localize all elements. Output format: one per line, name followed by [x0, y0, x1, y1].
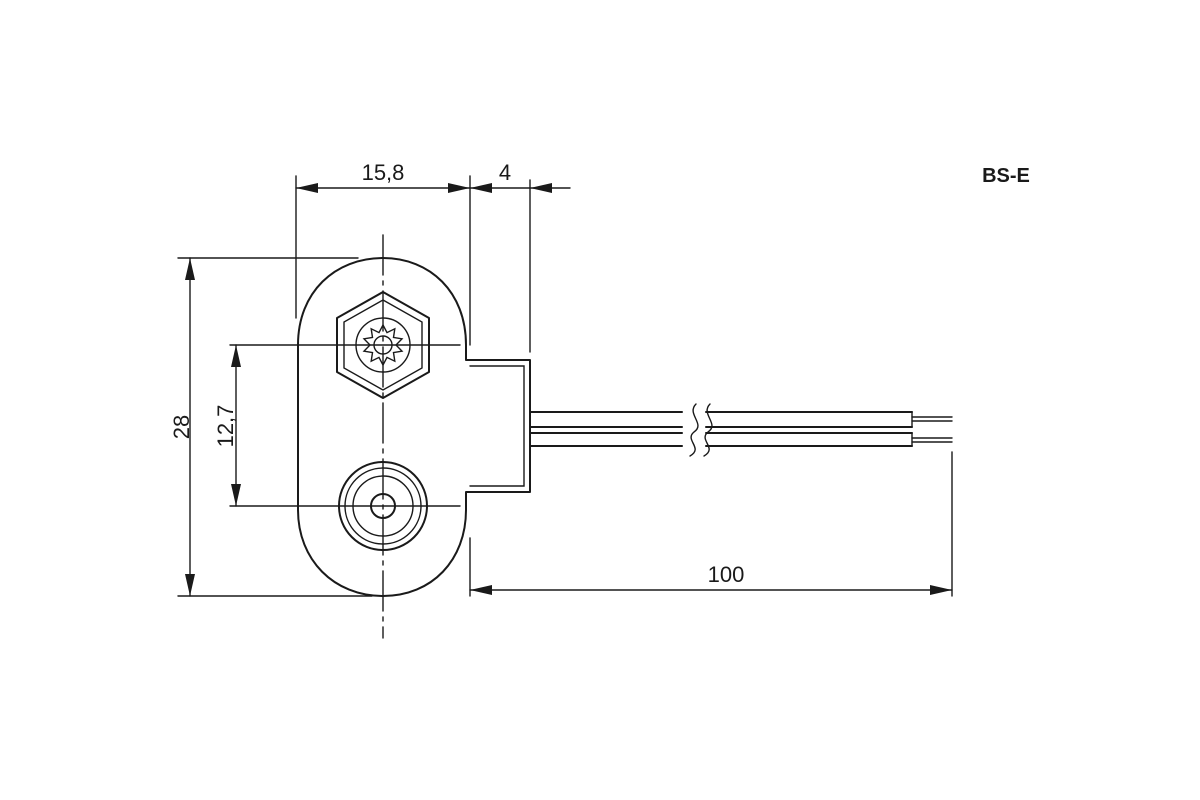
dimension-height: 28 [169, 257, 373, 597]
dimension-lead-length: 100 [469, 451, 953, 597]
dim-label-height: 28 [169, 415, 194, 439]
wire-leads-icon [529, 403, 953, 457]
dimension-tab-width: 4 [469, 160, 571, 353]
part-label: BS-E [982, 165, 1030, 187]
dim-label-contact-pitch: 12,7 [213, 405, 238, 448]
dim-label-tab-width: 4 [499, 160, 511, 185]
dim-label-body-width: 15,8 [362, 160, 405, 185]
dimension-body-width: 15,8 [295, 160, 471, 346]
dimension-contact-pitch: 12,7 [213, 344, 241, 507]
connector-body [297, 257, 531, 597]
center-lines [229, 234, 461, 639]
dim-label-lead-length: 100 [708, 562, 745, 587]
